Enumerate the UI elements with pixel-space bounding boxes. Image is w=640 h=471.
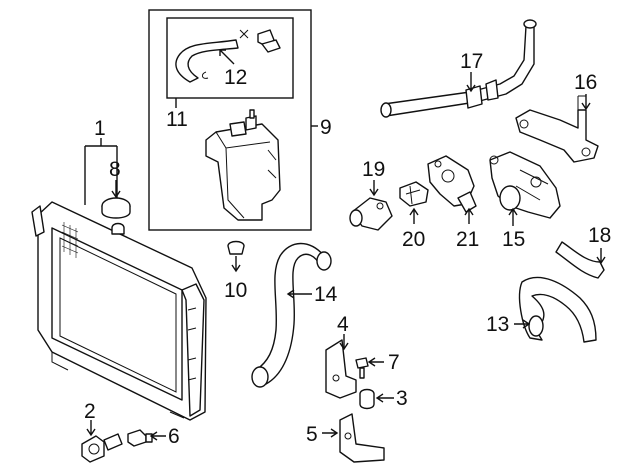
radiator-cap-part — [101, 197, 131, 219]
bypass-pipe-part — [515, 95, 599, 163]
upper-hose-part — [251, 242, 332, 388]
callout-13: 13 — [486, 313, 509, 336]
leader-4 — [339, 334, 349, 351]
leader-14 — [286, 289, 312, 299]
callout-2: 2 — [84, 400, 96, 423]
leader-2 — [86, 420, 96, 437]
leader-6 — [149, 431, 166, 441]
callout-19: 19 — [362, 158, 385, 181]
callout-12: 12 — [224, 66, 247, 89]
callout-3: 3 — [396, 387, 408, 410]
leader-20 — [409, 207, 419, 224]
thermostat-part — [399, 181, 429, 207]
callout-16: 16 — [574, 71, 597, 94]
leader-1 — [84, 138, 118, 205]
leader-10 — [231, 256, 241, 273]
callout-18: 18 — [588, 224, 611, 247]
water-inlet-part — [489, 151, 561, 219]
leader-21 — [464, 207, 474, 224]
callout-6: 6 — [168, 425, 180, 448]
water-pipe-part — [380, 19, 537, 118]
overflow-hose-part — [175, 29, 281, 83]
callout-21: 21 — [456, 228, 479, 251]
callout-5: 5 — [306, 423, 318, 446]
leader-8 — [111, 180, 121, 199]
callout-1: 1 — [94, 117, 106, 140]
callout-9: 9 — [320, 116, 332, 139]
reservoir-tank-part — [205, 109, 281, 221]
leader-19 — [369, 180, 379, 197]
radiator-part — [31, 201, 207, 421]
leader-13 — [514, 319, 531, 329]
drain-cock-part — [127, 429, 153, 447]
reservoir-cap-part — [227, 240, 245, 255]
leader-18 — [596, 248, 606, 265]
callout-10: 10 — [224, 279, 247, 302]
callout-17: 17 — [460, 50, 483, 73]
clamp-part — [359, 388, 375, 410]
leader-16 — [581, 94, 591, 111]
thermostat-housing-part — [427, 155, 477, 213]
callout-7: 7 — [388, 351, 400, 374]
callout-20: 20 — [402, 228, 425, 251]
callout-8: 8 — [109, 158, 121, 181]
leader-17 — [466, 72, 476, 93]
leader-7 — [367, 357, 384, 367]
bracket-lower-part — [339, 413, 385, 463]
callout-14: 14 — [314, 283, 338, 306]
bolt-part — [355, 357, 369, 379]
lower-hose-part — [518, 276, 597, 343]
leader-5 — [322, 428, 339, 438]
hose-subgroup-box — [166, 17, 294, 99]
leader-12 — [219, 49, 235, 65]
water-outlet-part — [349, 197, 393, 231]
callout-15: 15 — [502, 228, 525, 251]
leader-15 — [508, 207, 518, 226]
callout-11: 11 — [166, 108, 188, 131]
bypass-hose-part — [555, 241, 605, 279]
reservoir-group-box — [148, 9, 312, 231]
bracket-upper-part — [325, 339, 357, 399]
callout-4: 4 — [337, 313, 349, 336]
leader-3 — [375, 393, 394, 403]
drain-plug-part — [81, 433, 123, 463]
